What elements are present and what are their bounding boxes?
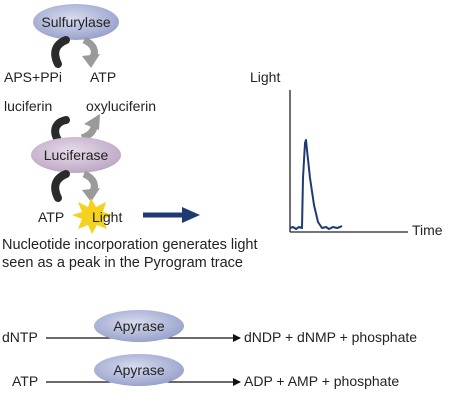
light-label: Light xyxy=(92,209,122,225)
apyrase-label-1: Apyrase xyxy=(113,318,165,334)
apyrase-substrate-1: dNTP xyxy=(2,329,38,345)
apyrase-enzyme-1 xyxy=(94,310,184,342)
pyrogram-y-axis-label: Light xyxy=(250,69,280,85)
caption: Nucleotide incorporation generates light… xyxy=(2,236,258,272)
flow-arrow-icon xyxy=(182,207,200,223)
luciferin-label: luciferin xyxy=(4,98,52,114)
luciferin-dark-arrow-icon xyxy=(51,116,70,144)
pyrogram-trace xyxy=(289,139,343,230)
sulfurylase-enzyme xyxy=(33,4,119,40)
caption-line-2: seen as a peak in the Pyrogram trace xyxy=(2,255,243,271)
sulfurylase-grey-arrowhead-icon xyxy=(82,54,100,68)
apyrase-products-2: ADP + AMP + phosphate xyxy=(244,373,399,389)
luciferin-grey-arrowhead-icon xyxy=(84,114,100,130)
sulfurylase-label: Sulfurylase xyxy=(41,14,110,30)
apyrase-label-2: Apyrase xyxy=(113,362,165,378)
luciferase-grey-arrowhead-icon xyxy=(82,188,100,202)
luciferase-enzyme xyxy=(31,137,121,173)
aps-ppi-label: APS+PPi xyxy=(4,69,62,85)
apyrase-enzyme-2 xyxy=(94,354,184,386)
oxyluciferin-label: oxyluciferin xyxy=(86,98,156,114)
luciferase-dark-arrow-icon xyxy=(51,170,70,202)
atp-product-label: ATP xyxy=(90,69,116,85)
apyrase-substrate-2: ATP xyxy=(12,373,38,389)
luciferase-label: Luciferase xyxy=(44,147,109,163)
atp-label: ATP xyxy=(38,209,64,225)
caption-line-1: Nucleotide incorporation generates light xyxy=(2,237,258,253)
light-burst-icon xyxy=(72,198,113,234)
apyrase-products-1: dNDP + dNMP + phosphate xyxy=(244,329,417,345)
pyrogram-x-axis-label: Time xyxy=(412,222,443,238)
sulfurylase-dark-arrow-icon xyxy=(51,36,70,68)
